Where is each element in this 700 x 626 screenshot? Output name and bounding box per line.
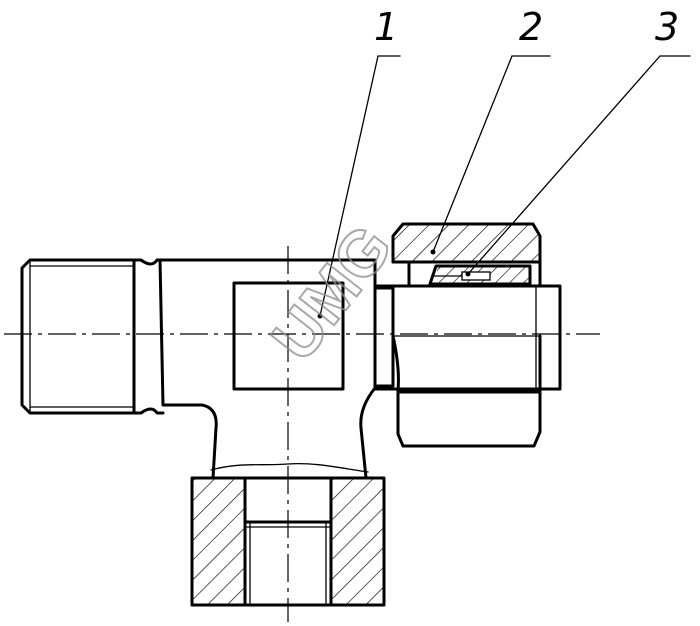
callout-number-3: 3 (655, 5, 679, 49)
watermark-logo: UMG (257, 212, 406, 374)
callout-number-2: 2 (519, 5, 543, 49)
left-threaded-end (20, 258, 165, 415)
leader-lines (317, 55, 691, 319)
leader-line-3 (467, 55, 691, 275)
bottom-port (190, 476, 386, 607)
leader-line-1 (319, 55, 401, 317)
callout-number-1: 1 (374, 5, 398, 49)
right-connection (373, 222, 562, 448)
leader-line-2 (432, 55, 551, 253)
wrench-flat (232, 281, 345, 391)
